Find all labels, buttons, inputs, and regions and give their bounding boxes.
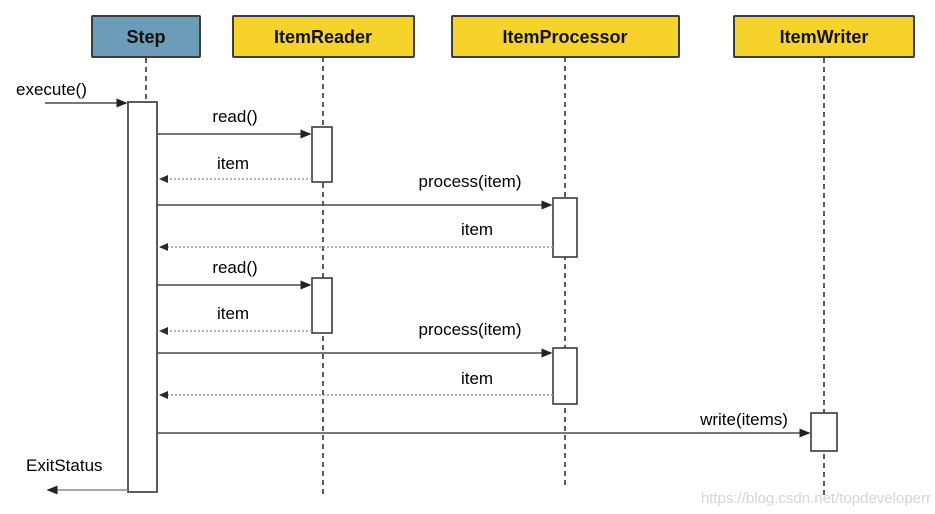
activation-itemprocessor-1 (552, 197, 578, 258)
message-label-write: write(items) (699, 410, 788, 429)
activation-itemreader-1 (311, 126, 333, 183)
activation-itemprocessor-2 (552, 347, 578, 405)
participant-step: Step (91, 15, 201, 58)
activation-itemreader-2 (311, 277, 333, 334)
participant-box-itemwriter (733, 15, 915, 58)
message-label-read-1: read() (212, 107, 257, 126)
participant-box-itemreader (232, 15, 415, 58)
participant-label-itemreader: ItemReader (274, 27, 372, 47)
participant-label-step: Step (126, 27, 165, 47)
participant-label-itemwriter: ItemWriter (780, 27, 869, 47)
participant-label-itemprocessor: ItemProcessor (502, 27, 627, 47)
activation-itemwriter (810, 412, 838, 452)
message-label-item-3: item (217, 304, 249, 323)
participant-box-step (91, 15, 201, 58)
participant-itemwriter: ItemWriter (733, 15, 915, 58)
watermark: https://blog.csdn.net/topdeveloperr (701, 490, 931, 507)
message-label-process-1: process(item) (419, 172, 522, 191)
message-label-execute: execute() (16, 80, 87, 99)
message-label-exitstatus: ExitStatus (26, 456, 103, 475)
participant-itemreader: ItemReader (232, 15, 415, 58)
participant-itemprocessor: ItemProcessor (451, 15, 680, 58)
message-label-item-4: item (461, 369, 493, 388)
message-label-read-2: read() (212, 258, 257, 277)
message-label-item-1: item (217, 154, 249, 173)
message-label-process-2: process(item) (419, 320, 522, 339)
participant-box-itemprocessor (451, 15, 680, 58)
activation-step (127, 101, 158, 493)
message-label-item-2: item (461, 220, 493, 239)
